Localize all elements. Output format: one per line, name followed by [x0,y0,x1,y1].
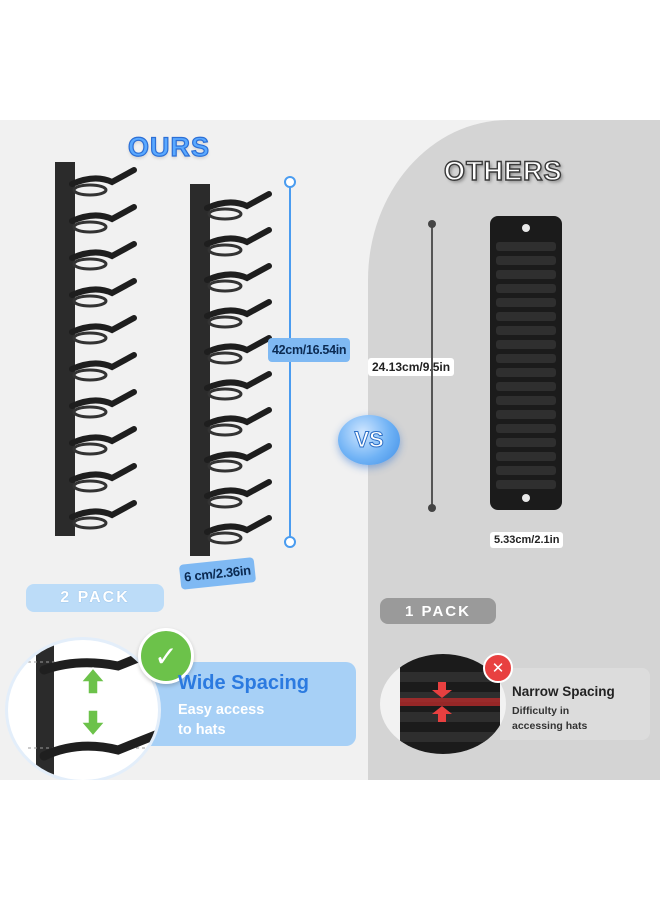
hook-ring [72,294,108,308]
rack-slat [496,354,556,363]
hook-ring [207,279,243,293]
hook [204,479,272,499]
rack-slat [496,466,556,475]
comparison-graphic: OURS OTHERS 42cm/16.54in 6 cm/2.36in 24.… [0,120,660,780]
arrow-down-icon [80,709,106,738]
hook-ring [207,459,243,473]
hook [69,389,137,409]
ours-title: OURS [127,131,211,162]
hook-ring [207,495,243,509]
hook-ring [207,315,243,329]
rack-slat [496,284,556,293]
hook [69,426,137,446]
slat-closeup-image [400,654,500,754]
rack-slat [496,256,556,265]
rack-slat [496,312,556,321]
rack-slat [496,382,556,391]
others-width-label: 5.33cm/2.1in [490,532,564,548]
others-height-dimension [428,220,436,512]
hook-ring [207,387,243,401]
hook-ring [72,442,108,456]
hook-ring [207,351,243,365]
rack-slat [496,242,556,251]
vs-badge: VS [338,415,400,465]
rack-slat [496,410,556,419]
wide-spacing-line-1: Easy access [178,702,265,718]
hook-ring [72,331,108,345]
wide-spacing-closeup [8,640,158,780]
narrow-spacing-line-1: Difficulty in [512,705,570,717]
narrow-spacing-description: Difficulty in accessing hats [512,704,587,734]
hook [69,167,137,187]
ours-height-dimension [284,176,296,548]
hook-ring [207,423,243,437]
hook [69,500,137,520]
hook-ring [72,257,108,271]
hook [69,463,137,483]
others-pack-badge: 1 PACK [380,598,496,624]
rack-slat [496,424,556,433]
wide-spacing-title: Wide Spacing [178,672,309,694]
ours-rack-left [55,162,137,536]
x-icon: ✕ [483,653,513,683]
rack-slat [496,368,556,377]
rack-slat [496,438,556,447]
hook [204,407,272,427]
rack-slat [496,326,556,335]
hook-ring [72,516,108,530]
rack-slat [496,298,556,307]
narrow-spacing-line-2: accessing hats [512,720,588,732]
hook-ring [207,207,243,221]
hook [204,227,272,247]
rack-slat [496,452,556,461]
hook-ring [72,220,108,234]
hook [69,278,137,298]
ours-pack-badge: 2 PACK [26,584,164,612]
hook [204,515,272,535]
hook [204,263,272,283]
hook-closeup-image [28,640,158,780]
hook-ring [72,183,108,197]
ours-width-label: 6 cm/2.36in [178,557,256,590]
hook [204,335,272,355]
wide-spacing-line-2: to hats [178,722,226,738]
rack-slat [496,340,556,349]
hook [69,352,137,372]
rack-slat [496,396,556,405]
rack-slat [496,480,556,489]
others-title: OTHERS [443,155,563,186]
check-icon: ✓ [138,628,194,684]
ours-height-label: 42cm/16.54in [268,338,351,362]
ours-rack-right [190,184,272,556]
hook [69,241,137,261]
hook [204,443,272,463]
hook [69,315,137,335]
rack-slat [496,270,556,279]
hook-ring [72,405,108,419]
others-rack [490,216,562,510]
arrow-up-icon [80,666,106,695]
hook-ring [207,243,243,257]
hook-ring [72,479,108,493]
hook-ring [207,531,243,545]
narrow-spacing-title: Narrow Spacing [512,684,615,699]
hook [204,371,272,391]
hook [69,204,137,224]
vs-text: VS [354,427,384,453]
hook-ring [72,368,108,382]
hook [204,299,272,319]
wide-spacing-description: Easy access to hats [178,700,264,740]
hook [204,191,272,211]
narrow-spacing-panel [500,668,650,740]
